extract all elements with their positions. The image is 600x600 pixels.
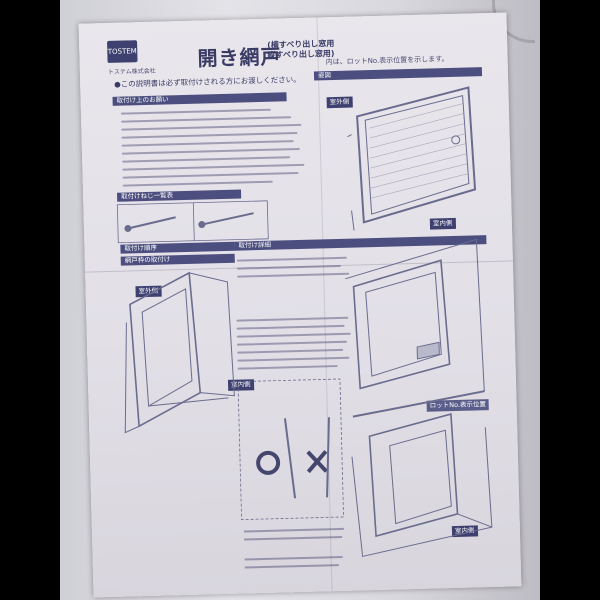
diagram-layer <box>116 86 493 569</box>
caution-box <box>237 378 344 521</box>
bottom-notes <box>243 527 344 569</box>
window-elevation-drawing <box>347 86 477 231</box>
bottom-window-drawing <box>351 413 493 558</box>
frame-install-drawing <box>124 271 235 434</box>
instruction-sheet: TOSTEM トステム株式会社 開き網戸 (横すべり出し窓用 縦すべり出し窓用)… <box>78 12 522 598</box>
detail-install-drawing <box>345 238 485 418</box>
screw-drawings <box>116 200 269 244</box>
